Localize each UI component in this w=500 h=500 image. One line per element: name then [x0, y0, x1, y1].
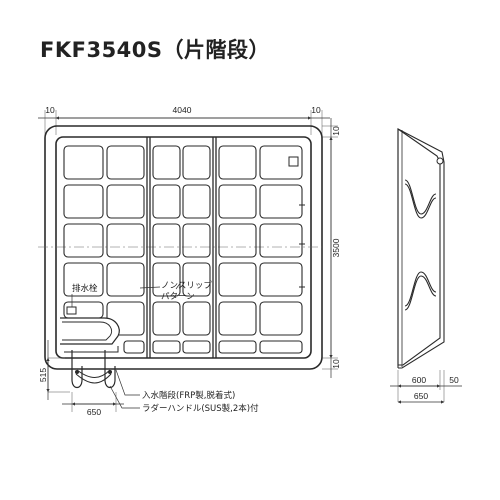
- page-title: FKF3540S（片階段）: [40, 38, 271, 62]
- nonslip-grid: [63, 145, 303, 354]
- side-view: [397, 127, 445, 369]
- dim-right-bottom: 10: [331, 359, 341, 369]
- annotations: 排水栓 ノンスリップ パターン 入水階段(FRP製,脱着式) ラダーハンドル(S…: [71, 281, 259, 414]
- dim-height: 3500: [331, 238, 341, 257]
- dim-side-flange: 50: [449, 375, 459, 385]
- dim-top-left: 10: [45, 105, 55, 115]
- right-dimension: 10 3500 10: [322, 118, 341, 378]
- ladder-label: ラダーハンドル(SUS製,2本)付: [142, 403, 259, 414]
- side-dimensions: 600 50 650: [390, 370, 462, 404]
- dim-side-depth: 600: [412, 375, 426, 385]
- dim-top-right: 10: [311, 105, 321, 115]
- dim-side-total: 650: [414, 391, 428, 401]
- drain-label: 排水栓: [72, 283, 98, 294]
- nonslip-label-line2: パターン: [161, 292, 195, 302]
- dim-right-top: 10: [331, 126, 341, 136]
- bottom-dimension: 650: [62, 392, 124, 417]
- ladder-handles: [71, 350, 116, 389]
- drain-square: [66, 306, 77, 315]
- top-dimension: 10 4040 10: [38, 105, 330, 135]
- stair-dimension: 515: [38, 340, 70, 400]
- dim-bottom-width: 650: [87, 407, 101, 417]
- dim-top-width: 4040: [173, 105, 192, 115]
- nonslip-label-line1: ノンスリップ: [161, 281, 212, 291]
- stairs-label: 入水階段(FRP製,脱着式): [142, 390, 235, 401]
- pool-plan: [38, 125, 323, 389]
- entry-stairs: [60, 317, 120, 353]
- dim-stair-depth: 515: [38, 368, 48, 382]
